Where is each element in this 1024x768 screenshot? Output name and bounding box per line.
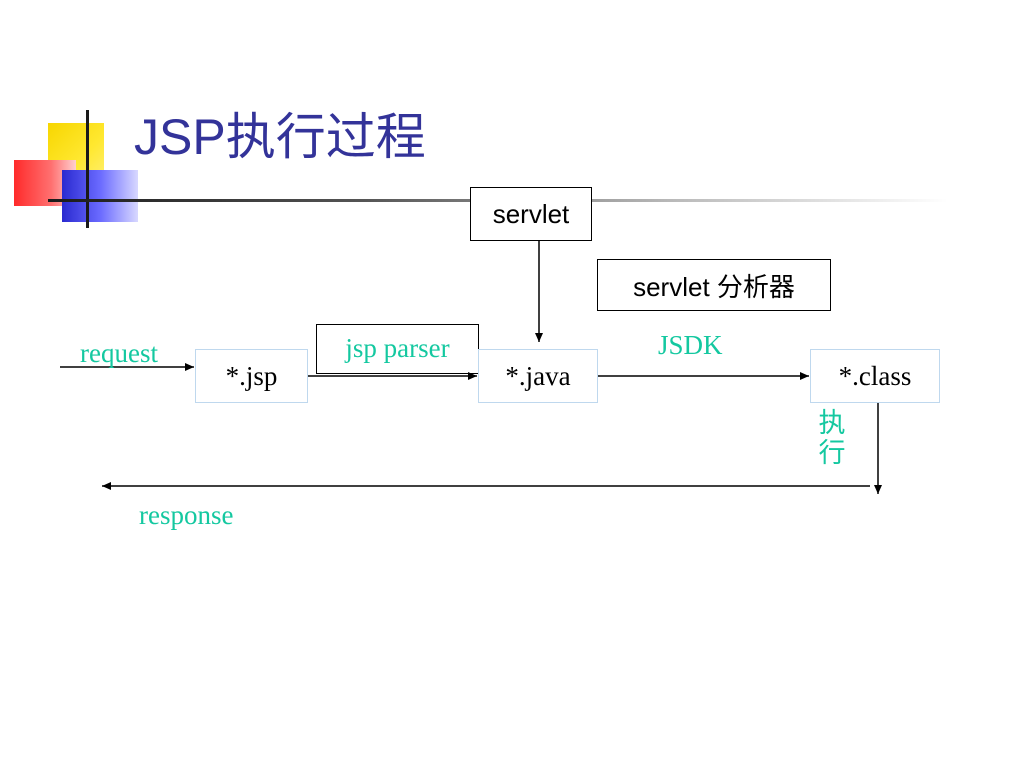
servlet-label: servlet (492, 198, 570, 229)
response-label: response (139, 500, 234, 530)
servlet-analyzer-box: servlet 分析器 (597, 259, 831, 311)
class-file-label: *.class (838, 360, 912, 391)
logo-blue-square (62, 170, 138, 222)
jsp-parser-box: jsp parser (316, 324, 479, 374)
java-file-box: *.java (478, 349, 598, 403)
jsp-parser-label: jsp parser (345, 333, 450, 363)
execute-label: 执行 (818, 408, 846, 469)
request-label: request (80, 338, 158, 368)
java-file-label: *.java (505, 360, 571, 391)
jsdk-label: JSDK (658, 330, 723, 360)
servlet-analyzer-label: servlet 分析器 (633, 271, 795, 302)
logo-vertical-line (86, 110, 89, 228)
page-title: JSP执行过程 (134, 109, 426, 165)
jsp-file-label: *.jsp (225, 360, 278, 391)
servlet-box: servlet (470, 187, 592, 241)
jsp-file-box: *.jsp (195, 349, 308, 403)
class-file-box: *.class (810, 349, 940, 403)
